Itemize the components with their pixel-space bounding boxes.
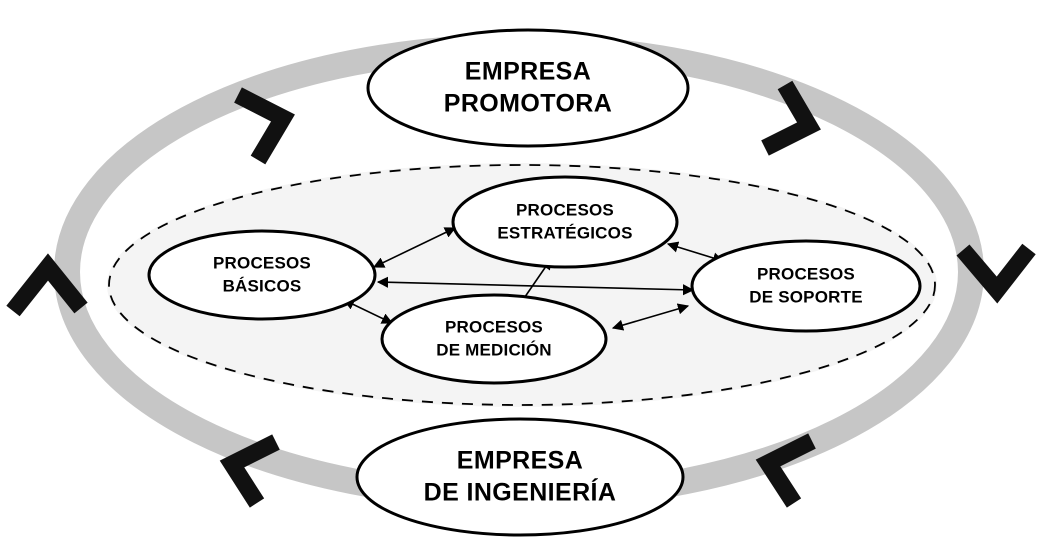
ring-chevrons: [6, 80, 1036, 508]
node-label-line1: EMPRESA: [457, 447, 583, 475]
node-label-line2: BÁSICOS: [223, 276, 302, 295]
node-shape: [355, 417, 685, 537]
node-label-line2: PROMOTORA: [444, 90, 612, 118]
node-label-line2: ESTRATÉGICOS: [497, 223, 632, 242]
node-label-line1: EMPRESA: [465, 58, 591, 86]
node-procesos-de-medicion[interactable]: PROCESOS DE MEDICIÓN: [380, 293, 608, 385]
node-label-line2: DE MEDICIÓN: [436, 340, 552, 359]
node-label-line2: DE INGENIERÍA: [424, 478, 617, 507]
node-shape: [451, 175, 679, 269]
connector-basicos-estrategicos: [372, 227, 457, 268]
node-label-line1: PROCESOS: [445, 317, 543, 336]
chevron-top-right: [761, 80, 821, 156]
node-label-line2: DE SOPORTE: [749, 287, 862, 306]
chevron-bottom-left: [219, 434, 280, 508]
chevron-right: [956, 243, 1036, 304]
chevron-top-left: [234, 87, 295, 165]
connector-medicion-soporte: [611, 303, 690, 331]
node-procesos-estrategicos[interactable]: PROCESOS ESTRATÉGICOS: [451, 175, 679, 269]
node-label-line1: PROCESOS: [516, 200, 614, 219]
node-label-line1: PROCESOS: [757, 264, 855, 283]
node-shape: [147, 229, 377, 321]
chevron-left: [6, 253, 88, 317]
node-procesos-basicos[interactable]: PROCESOS BÁSICOS: [147, 229, 377, 321]
node-empresa-promotora[interactable]: EMPRESA PROMOTORA: [366, 28, 690, 148]
node-shape: [366, 28, 690, 148]
node-label-line1: PROCESOS: [213, 253, 311, 272]
chevron-bottom-right: [755, 433, 816, 508]
dashed-boundary-ellipse: [108, 164, 936, 406]
node-shape: [380, 293, 608, 385]
node-procesos-de-soporte[interactable]: PROCESOS DE SOPORTE: [690, 239, 922, 333]
node-empresa-de-ingenieria[interactable]: EMPRESA DE INGENIERÍA: [355, 417, 685, 537]
connector-basicos-medicion: [342, 299, 394, 324]
process-connectors: [342, 227, 725, 331]
node-shape: [690, 239, 922, 333]
